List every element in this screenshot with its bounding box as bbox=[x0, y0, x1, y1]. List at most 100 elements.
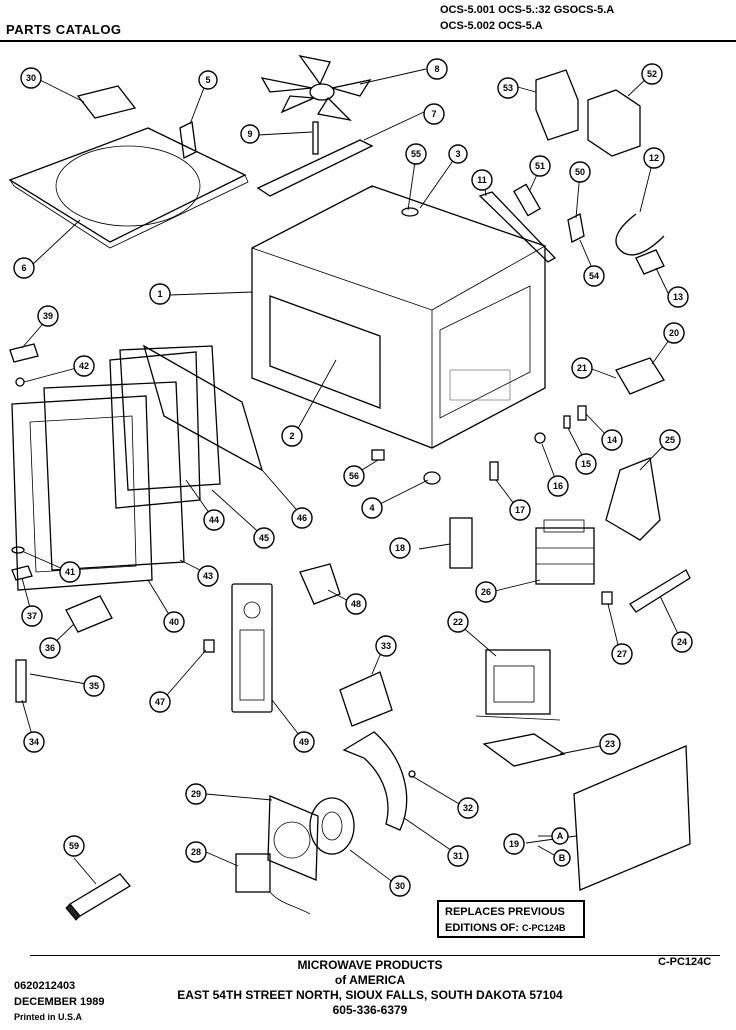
callout-20: 20 bbox=[663, 322, 685, 344]
model-list-line-2: OCS-5.002 OCS-5.A bbox=[440, 20, 543, 32]
part-32-screw bbox=[408, 770, 416, 778]
part-13-plug bbox=[635, 249, 665, 275]
company-name: MICROWAVE PRODUCTS bbox=[297, 958, 443, 972]
company-phone: 605-336-6379 bbox=[332, 1003, 408, 1017]
model-list-line-1: OCS-5.001 OCS-5.:32 GSOCS-5.A bbox=[440, 4, 615, 16]
part-59-package bbox=[65, 873, 131, 921]
part-40-door bbox=[11, 395, 153, 591]
part-19-panel bbox=[573, 745, 691, 891]
svg-text:54: 54 bbox=[589, 271, 599, 281]
svg-text:43: 43 bbox=[203, 571, 213, 581]
part-34-bracket bbox=[15, 659, 27, 703]
svg-text:4: 4 bbox=[369, 503, 374, 513]
part-44-choke bbox=[109, 351, 201, 509]
callout-42: 42 bbox=[73, 355, 95, 377]
svg-text:B: B bbox=[559, 853, 566, 863]
part-48-switch bbox=[299, 563, 341, 605]
part-26-magnetron bbox=[535, 519, 595, 585]
callout-32: 32 bbox=[457, 797, 479, 819]
svg-text:8: 8 bbox=[434, 64, 439, 74]
callout-52: 52 bbox=[641, 63, 663, 85]
part-14 bbox=[577, 405, 587, 421]
svg-text:9: 9 bbox=[247, 129, 252, 139]
callout-18: 18 bbox=[389, 537, 411, 559]
svg-text:13: 13 bbox=[673, 292, 683, 302]
svg-text:55: 55 bbox=[411, 149, 421, 159]
callout-16: 16 bbox=[547, 475, 569, 497]
page-title: PARTS CATALOG bbox=[6, 22, 122, 37]
callout-4: 4 bbox=[361, 497, 383, 519]
callout-30: 30 bbox=[20, 67, 42, 89]
svg-text:30: 30 bbox=[26, 73, 36, 83]
svg-text:14: 14 bbox=[607, 435, 617, 445]
svg-text:2: 2 bbox=[289, 431, 294, 441]
company-name-line-2: of AMERICA bbox=[334, 973, 406, 987]
callout-40: 40 bbox=[163, 611, 185, 633]
svg-text:47: 47 bbox=[155, 697, 165, 707]
svg-text:48: 48 bbox=[351, 599, 361, 609]
svg-text:32: 32 bbox=[463, 803, 473, 813]
callout-55: 55 bbox=[405, 143, 427, 165]
callout-8: 8 bbox=[426, 58, 448, 80]
part-24-bracket bbox=[629, 569, 691, 613]
callout-21: 21 bbox=[571, 357, 593, 379]
svg-text:35: 35 bbox=[89, 681, 99, 691]
part-42 bbox=[15, 377, 25, 387]
part-41 bbox=[11, 546, 25, 554]
svg-text:3: 3 bbox=[455, 149, 460, 159]
svg-text:22: 22 bbox=[453, 617, 463, 627]
part-47 bbox=[203, 639, 215, 653]
part-38-latch bbox=[65, 595, 113, 633]
part-27 bbox=[601, 591, 613, 605]
replaces-code: C-PC124B bbox=[522, 923, 566, 933]
callout-33: 33 bbox=[375, 635, 397, 657]
svg-text:11: 11 bbox=[477, 175, 487, 185]
svg-text:36: 36 bbox=[45, 643, 55, 653]
part-45-screen bbox=[119, 345, 221, 491]
svg-text:31: 31 bbox=[453, 851, 463, 861]
svg-text:25: 25 bbox=[665, 435, 675, 445]
svg-text:16: 16 bbox=[553, 481, 563, 491]
part-5-bracket bbox=[179, 121, 197, 159]
callout-30-fan: 30 bbox=[389, 875, 411, 897]
header-divider bbox=[0, 40, 736, 42]
svg-text:19: 19 bbox=[509, 839, 519, 849]
part-11-rail bbox=[478, 191, 557, 263]
svg-text:28: 28 bbox=[191, 847, 201, 857]
part-39-hinge bbox=[9, 343, 39, 363]
part-31-blower-housing bbox=[342, 731, 408, 831]
part-55 bbox=[401, 207, 419, 217]
document-number: 0620212403 bbox=[14, 980, 76, 992]
svg-text:12: 12 bbox=[649, 153, 659, 163]
document-date: DECEMBER 1989 bbox=[14, 996, 105, 1008]
callout-13: 13 bbox=[667, 286, 689, 308]
part-33-shield bbox=[339, 671, 393, 727]
svg-text:39: 39 bbox=[43, 311, 53, 321]
svg-text:45: 45 bbox=[259, 533, 269, 543]
part-51-cylinder bbox=[513, 183, 541, 217]
callout-35: 35 bbox=[83, 675, 105, 697]
callout-43: 43 bbox=[197, 565, 219, 587]
svg-text:56: 56 bbox=[349, 471, 359, 481]
part-46-gasket bbox=[142, 344, 264, 472]
replaces-line-1: REPLACES PREVIOUS bbox=[445, 906, 565, 918]
part-28-motor bbox=[235, 853, 311, 915]
callout-54: 54 bbox=[583, 265, 605, 287]
callout-45: 45 bbox=[253, 527, 275, 549]
callout-15: 15 bbox=[575, 453, 597, 475]
part-56 bbox=[371, 449, 385, 461]
callout-2: 2 bbox=[281, 425, 303, 447]
catalog-code: C-PC124C bbox=[658, 956, 712, 968]
callout-36: 36 bbox=[39, 637, 61, 659]
svg-text:18: 18 bbox=[395, 543, 405, 553]
svg-text:51: 51 bbox=[535, 161, 545, 171]
part-50-clip bbox=[567, 213, 585, 243]
part-10-plate bbox=[76, 85, 137, 119]
callout-26: 26 bbox=[475, 581, 497, 603]
part-18-switch bbox=[449, 517, 473, 569]
svg-text:46: 46 bbox=[297, 513, 307, 523]
part-37 bbox=[11, 565, 33, 581]
part-49-control-panel bbox=[231, 583, 273, 713]
part-23-board bbox=[482, 733, 566, 767]
replaces-line-2: EDITIONS OF: C-PC124B bbox=[445, 920, 577, 936]
